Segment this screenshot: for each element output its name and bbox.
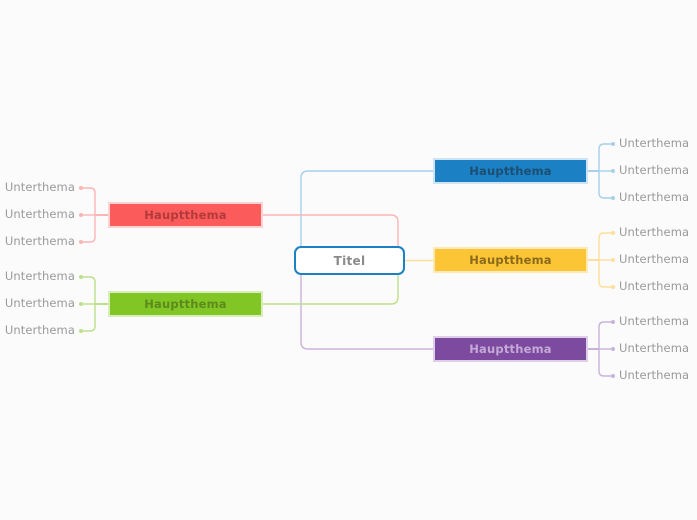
connector-dot	[611, 320, 615, 324]
connector-line	[598, 143, 613, 150]
root-node-label: Titel	[333, 253, 366, 268]
connector-dot	[79, 186, 83, 190]
main-topic-label: Hauptthema	[144, 297, 227, 311]
connector-dot	[611, 196, 615, 200]
main-topic-node-yellow[interactable]: Hauptthema	[433, 247, 588, 273]
connector-dot	[79, 213, 83, 217]
connector-dot	[611, 347, 615, 351]
subtopic-label-blue-2[interactable]: Unterthema	[619, 163, 690, 177]
connector-dot	[79, 329, 83, 333]
subtopic-label-purple-3[interactable]: Unterthema	[619, 368, 690, 382]
connector-dot	[79, 240, 83, 244]
main-topic-label: Hauptthema	[144, 208, 227, 222]
connector-line	[598, 321, 613, 328]
main-topic-label: Hauptthema	[469, 164, 552, 178]
connector-line	[598, 192, 613, 199]
connector-dot	[611, 374, 615, 378]
connector-line	[300, 170, 433, 246]
connector-line	[263, 275, 399, 305]
subtopic-label-blue-3[interactable]: Unterthema	[619, 190, 690, 204]
subtopic-label-yellow-3[interactable]: Unterthema	[619, 279, 690, 293]
main-topic-label: Hauptthema	[469, 342, 552, 356]
subtopic-label-blue-1[interactable]: Unterthema	[619, 136, 690, 150]
root-node-titel[interactable]: Titel	[294, 246, 405, 275]
connector-line	[263, 214, 399, 246]
connector-dot	[611, 169, 615, 173]
subtopic-label-green-1[interactable]: Unterthema	[4, 269, 75, 283]
main-topic-node-blue[interactable]: Hauptthema	[433, 158, 588, 184]
subtopic-label-yellow-1[interactable]: Unterthema	[619, 225, 690, 239]
connector-dot	[611, 142, 615, 146]
connector-dot	[79, 302, 83, 306]
connector-line	[598, 370, 613, 377]
subtopic-label-yellow-2[interactable]: Unterthema	[619, 252, 690, 266]
subtopic-label-red-1[interactable]: Unterthema	[4, 180, 75, 194]
connector-dot	[611, 258, 615, 262]
subtopic-label-purple-1[interactable]: Unterthema	[619, 314, 690, 328]
subtopic-label-green-3[interactable]: Unterthema	[4, 323, 75, 337]
main-topic-node-green[interactable]: Hauptthema	[108, 291, 263, 317]
connector-dot	[611, 231, 615, 235]
main-topic-node-red[interactable]: Hauptthema	[108, 202, 263, 228]
connector-line	[598, 281, 613, 288]
main-topic-node-purple[interactable]: Hauptthema	[433, 336, 588, 362]
subtopic-label-purple-2[interactable]: Unterthema	[619, 341, 690, 355]
connector-line	[598, 232, 613, 239]
connector-dot	[611, 285, 615, 289]
connector-line	[81, 325, 96, 332]
subtopic-label-green-2[interactable]: Unterthema	[4, 296, 75, 310]
connector-line	[81, 187, 96, 194]
connector-line	[81, 236, 96, 243]
subtopic-label-red-3[interactable]: Unterthema	[4, 234, 75, 248]
subtopic-label-red-2[interactable]: Unterthema	[4, 207, 75, 221]
connector-line	[300, 275, 433, 350]
connector-dot	[79, 275, 83, 279]
main-topic-label: Hauptthema	[469, 253, 552, 267]
connector-line	[81, 276, 96, 283]
